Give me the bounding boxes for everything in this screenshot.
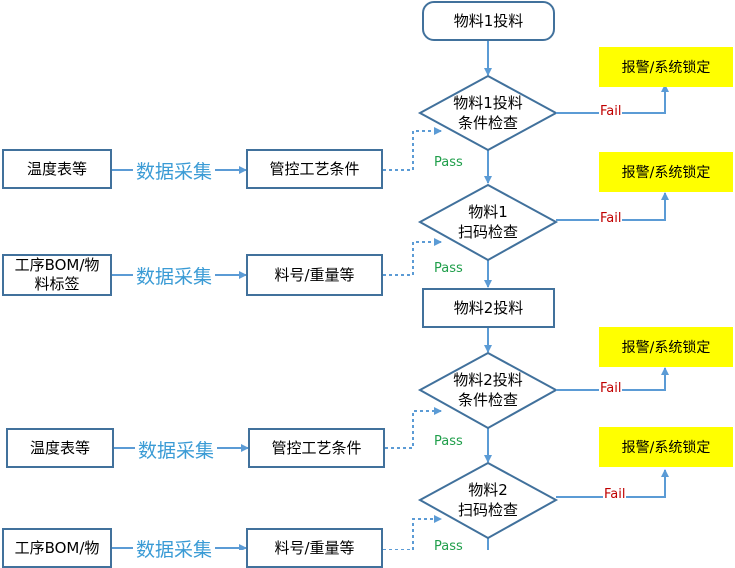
- target-label: 管控工艺条件: [269, 159, 360, 178]
- collect-label-3: 数据采集: [135, 436, 218, 463]
- decision-line: 物料2: [468, 481, 508, 499]
- alarm-label: 报警/系统锁定: [621, 165, 711, 181]
- decision-line: 条件检查: [457, 114, 518, 132]
- fail-arrow-4: [556, 469, 669, 498]
- fail-label-1: Fail: [599, 104, 623, 119]
- source-label: 温度表等: [29, 438, 90, 457]
- source-box-1: 温度表等: [2, 149, 112, 189]
- alarm-box-2: 报警/系统锁定: [599, 152, 733, 192]
- target-box-3: 管控工艺条件: [248, 428, 385, 468]
- target-box-2: 料号/重量等: [246, 254, 383, 296]
- fail-label-2: Fail: [599, 211, 623, 226]
- fail-label-3: Fail: [599, 381, 623, 396]
- collect-label-1: 数据采集: [133, 157, 216, 184]
- decision-diamond-3: [417, 351, 559, 430]
- pass-arrow-3: [385, 407, 442, 449]
- alarm-label: 报警/系统锁定: [621, 340, 711, 356]
- fail-arrow-3: [556, 367, 669, 391]
- flowchart-connectors: [112, 40, 669, 550]
- decision-diamond-1: [417, 74, 559, 152]
- decision-label-2: 物料1 扫码检查: [438, 202, 538, 242]
- pass-label-1: Pass: [434, 155, 463, 170]
- collect-label-4: 数据采集: [133, 535, 216, 562]
- fail-arrow-1: [556, 84, 669, 114]
- start-node: 物料1投料: [422, 1, 555, 41]
- pass-label-3: Pass: [434, 434, 463, 449]
- alarm-box-1: 报警/系统锁定: [599, 47, 733, 87]
- alarm-label: 报警/系统锁定: [621, 440, 711, 456]
- alarm-box-3: 报警/系统锁定: [599, 327, 733, 367]
- process-node-label: 物料2投料: [453, 298, 524, 317]
- decision-line: 物料1投料: [453, 94, 523, 112]
- decision-line: 扫码检查: [457, 223, 518, 241]
- source-label: 工序BOM/物料标签: [14, 256, 100, 293]
- pass-label-2: Pass: [434, 261, 463, 276]
- decision-diamond-4: [417, 461, 559, 540]
- source-box-3: 温度表等: [6, 428, 114, 468]
- alarm-box-4: 报警/系统锁定: [599, 427, 733, 467]
- target-label: 料号/重量等: [274, 265, 355, 284]
- fail-label-4: Fail: [603, 487, 627, 502]
- target-label: 料号/重量等: [274, 538, 355, 557]
- decision-label-1: 物料1投料 条件检查: [438, 93, 538, 133]
- pass-arrow-2: [383, 238, 442, 276]
- pass-arrow-1: [383, 127, 442, 171]
- decision-diamond-2: [417, 183, 559, 262]
- target-label: 管控工艺条件: [271, 438, 362, 457]
- target-box-4: 料号/重量等: [246, 528, 383, 568]
- alarm-label: 报警/系统锁定: [621, 60, 711, 76]
- decision-line: 物料2投料: [453, 371, 523, 389]
- decision-label-4: 物料2 扫码检查: [438, 480, 538, 520]
- target-box-1: 管控工艺条件: [246, 149, 383, 189]
- start-node-label: 物料1投料: [453, 11, 524, 30]
- source-label: 温度表等: [26, 159, 87, 178]
- source-box-2: 工序BOM/物料标签: [2, 254, 112, 296]
- decision-line: 扫码检查: [457, 501, 518, 519]
- pass-arrow-4: [383, 515, 442, 550]
- decision-line: 物料1: [468, 203, 508, 221]
- decision-line: 条件检查: [457, 391, 518, 409]
- source-label: 工序BOM/物: [14, 538, 100, 557]
- process-node-material2: 物料2投料: [422, 288, 555, 328]
- decision-label-3: 物料2投料 条件检查: [438, 370, 538, 410]
- pass-label-4: Pass: [434, 539, 463, 554]
- fail-arrow-2: [556, 192, 669, 221]
- collect-label-2: 数据采集: [133, 262, 216, 289]
- source-box-4: 工序BOM/物: [2, 528, 112, 568]
